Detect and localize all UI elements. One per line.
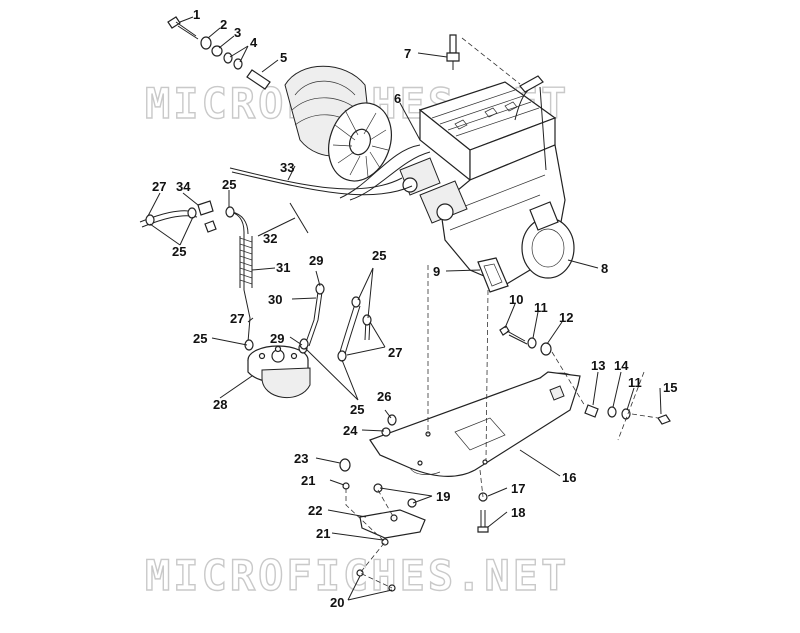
- callout-19: 19: [436, 489, 450, 504]
- callout-5: 5: [280, 50, 287, 65]
- callout-14: 14: [614, 358, 629, 373]
- cable-rod: [289, 202, 309, 234]
- spark-plug: [446, 34, 460, 70]
- mount-hardware: [381, 325, 671, 533]
- callout-21b: 21: [316, 526, 330, 541]
- callout-33: 33: [280, 160, 294, 175]
- callout-8: 8: [601, 261, 608, 276]
- callout-28: 28: [213, 397, 227, 412]
- callout-21a: 21: [301, 473, 315, 488]
- callout-7: 7: [404, 46, 411, 61]
- callout-12: 12: [559, 310, 573, 325]
- callout-11a: 11: [534, 300, 548, 315]
- callout-29a: 29: [309, 253, 323, 268]
- callout-26: 26: [377, 389, 391, 404]
- alignment-lines: [345, 37, 659, 589]
- callout-4: 4: [250, 35, 258, 50]
- callout-20: 20: [330, 595, 344, 610]
- engine-mount-plate: [369, 371, 581, 478]
- throttle-cables: [229, 144, 431, 201]
- callout-27c: 27: [388, 345, 402, 360]
- callout-25d: 25: [193, 331, 207, 346]
- callout-23: 23: [294, 451, 308, 466]
- callout-32: 32: [263, 231, 277, 246]
- watermark-bottom: MICROFICHES.NET: [145, 551, 569, 600]
- callout-22: 22: [308, 503, 322, 518]
- callout-18: 18: [511, 505, 525, 520]
- engine-assembly: [399, 75, 575, 293]
- callout-15: 15: [663, 380, 677, 395]
- callout-1: 1: [193, 7, 200, 22]
- callout-9: 9: [433, 264, 440, 279]
- fuel-system: [139, 200, 372, 399]
- callout-27b: 27: [230, 311, 244, 326]
- callout-34: 34: [176, 179, 191, 194]
- callout-31: 31: [276, 260, 290, 275]
- callout-13: 13: [591, 358, 605, 373]
- callout-25a: 25: [222, 177, 236, 192]
- callout-29b: 29: [270, 331, 284, 346]
- callout-labels: 1 2 3 4 5 6 7 8 9 10 11 11 12 13 14 15 1…: [152, 7, 677, 610]
- callout-16: 16: [562, 470, 576, 485]
- callout-27a: 27: [152, 179, 166, 194]
- callout-30: 30: [268, 292, 282, 307]
- clutch-assembly: [167, 16, 392, 182]
- callout-25b: 25: [172, 244, 186, 259]
- callout-6: 6: [394, 91, 401, 106]
- callout-2: 2: [220, 17, 227, 32]
- callout-24: 24: [343, 423, 358, 438]
- callout-25e: 25: [350, 402, 364, 417]
- bracket-assembly: [339, 458, 426, 592]
- callout-3: 3: [234, 25, 241, 40]
- leader-lines: [147, 16, 662, 601]
- callout-10: 10: [509, 292, 523, 307]
- callout-11b: 11: [628, 375, 642, 390]
- callout-17: 17: [511, 481, 525, 496]
- callout-25c: 25: [372, 248, 386, 263]
